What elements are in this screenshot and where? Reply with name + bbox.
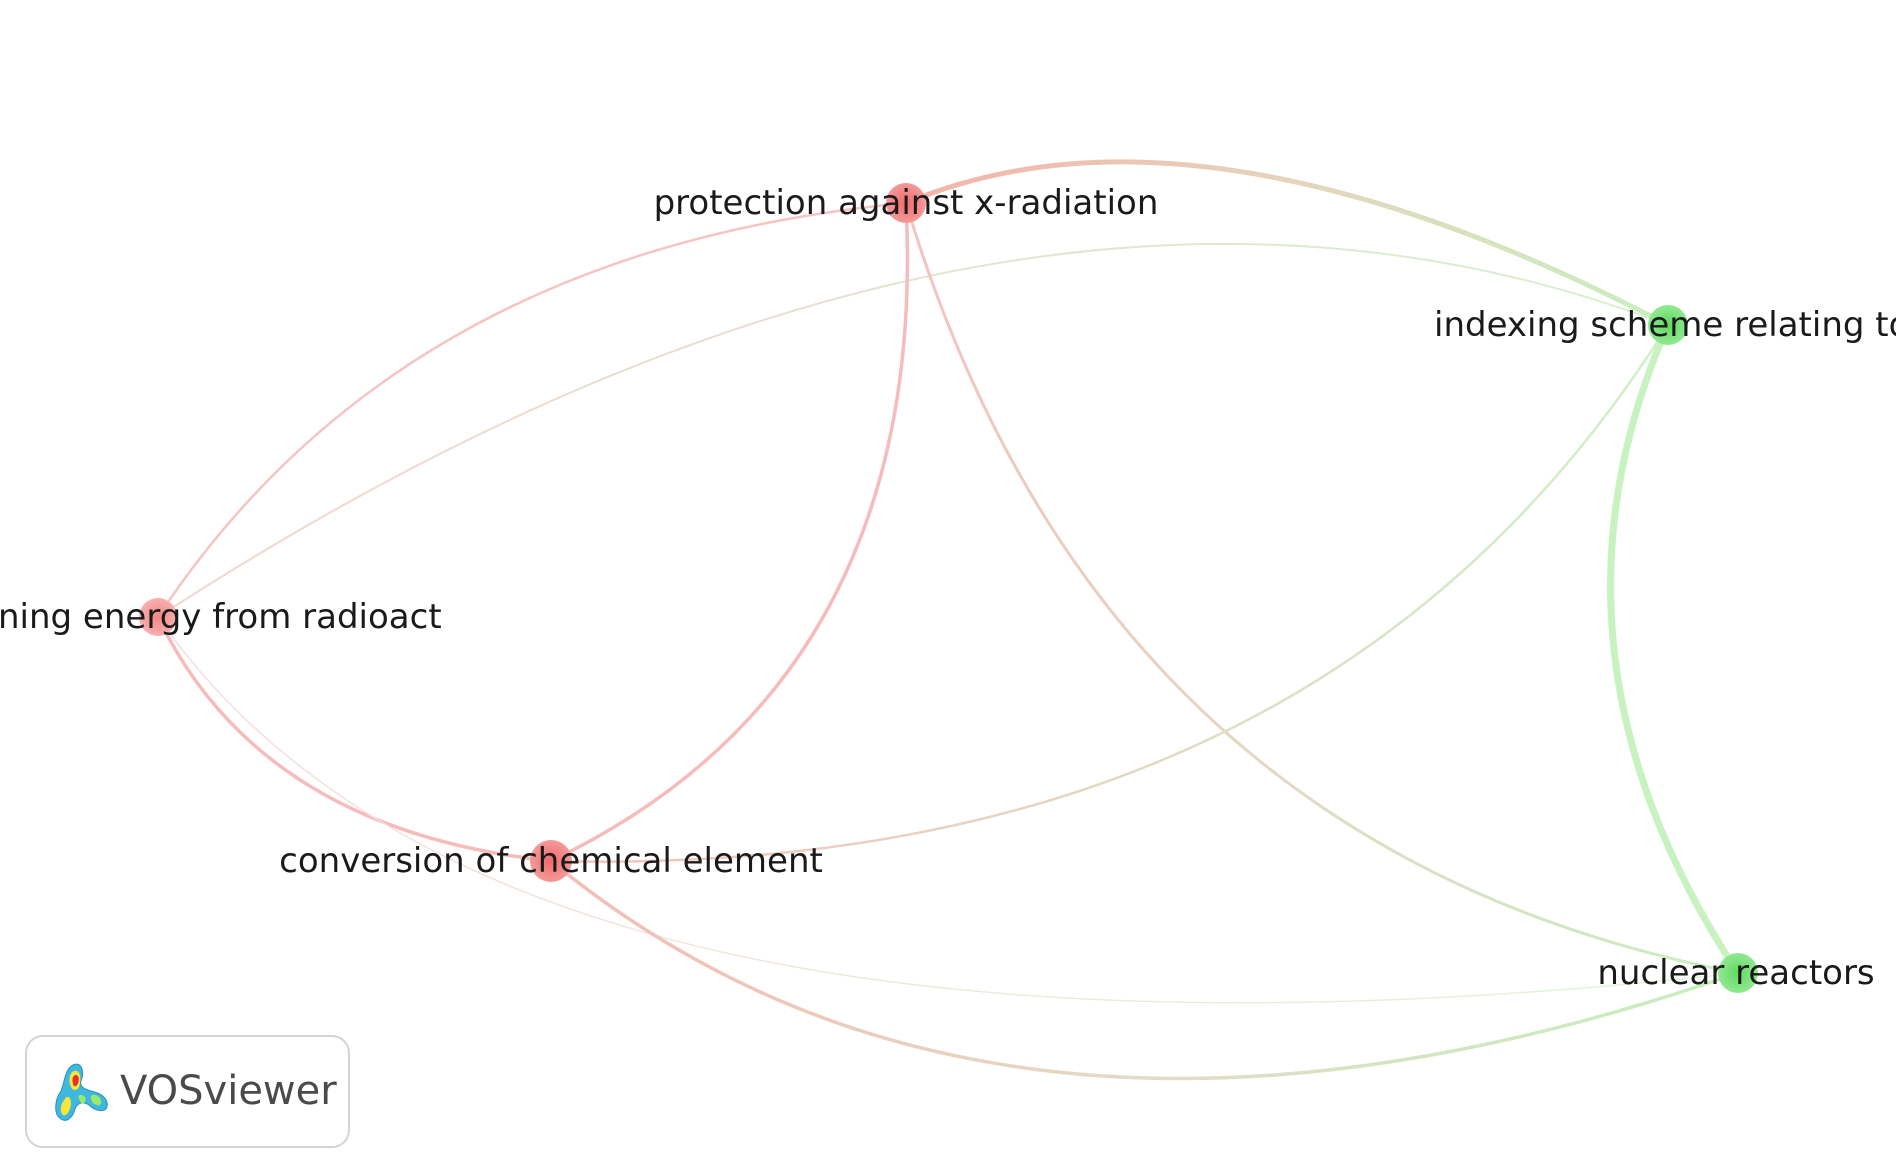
- vosviewer-logo-text: VOSviewer: [120, 1068, 337, 1114]
- edge-conversion-reactors: [549, 859, 1739, 1081]
- edge-indexing-obtaining: [157, 242, 1669, 618]
- node-label-indexing[interactable]: indexing scheme relating to nu: [1434, 305, 1896, 345]
- node-conversion-of-chemical-element[interactable]: [530, 840, 572, 882]
- node-label-obtaining[interactable]: ning energy from radioact: [0, 597, 442, 637]
- vosviewer-logo: VOSviewer: [25, 1035, 350, 1148]
- node-obtaining-energy[interactable]: [139, 598, 177, 636]
- edge-protection-obtaining: [156, 201, 907, 618]
- edge-indexing-conversion: [550, 324, 1670, 863]
- vosviewer-density-icon: [55, 1063, 108, 1121]
- node-indexing-scheme[interactable]: [1648, 305, 1688, 345]
- edge-obtaining-reactors: [157, 616, 1739, 1004]
- edge-obtaining-conversion: [156, 616, 552, 863]
- edge-protection-reactors: [904, 202, 1739, 975]
- edge-indexing-reactors: [1607, 321, 1742, 977]
- node-label-reactors[interactable]: nuclear reactors: [1597, 953, 1874, 993]
- node-label-protection[interactable]: protection against x-radiation: [654, 183, 1159, 223]
- edge-protection-indexing: [903, 159, 1671, 328]
- node-label-conversion[interactable]: conversion of chemical element: [279, 841, 823, 881]
- edge-protection-conversion: [550, 202, 910, 863]
- node-nuclear-reactors[interactable]: [1718, 953, 1758, 993]
- node-protection-against-x-radiation[interactable]: [886, 183, 926, 223]
